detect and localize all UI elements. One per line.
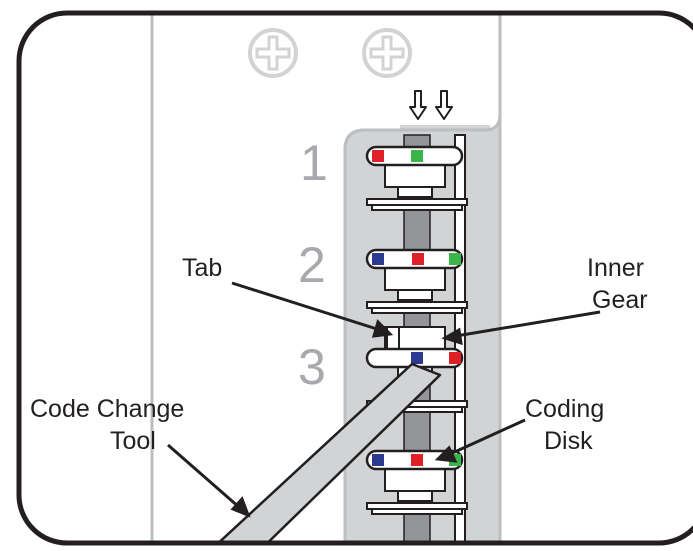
coding-disk-label-line1: Coding <box>525 395 604 423</box>
tab-arrowhead <box>371 319 394 338</box>
tool-arrowhead <box>230 496 251 518</box>
spacer-plate-lower <box>371 307 463 314</box>
inner-gear-label-line2: Gear <box>592 286 648 314</box>
color-tab <box>372 253 384 265</box>
gear-hub <box>397 289 433 301</box>
color-tab <box>412 253 424 265</box>
inner-gear-leader-line <box>455 310 601 338</box>
color-tab <box>449 253 461 265</box>
code-change-tool-label-line1: Code Change <box>30 395 184 423</box>
tool-leader-line <box>167 443 241 510</box>
tool-shaft <box>198 362 442 543</box>
down-arrow-icon <box>435 90 453 120</box>
coding-disk-leader-line <box>447 418 526 457</box>
color-tab <box>411 352 423 364</box>
code-change-tool <box>198 362 442 543</box>
inner-gear <box>384 267 446 291</box>
inner-gear-arrowhead <box>441 327 463 346</box>
color-tab <box>372 454 384 466</box>
color-tab <box>411 454 423 466</box>
tab-block <box>386 326 400 350</box>
color-tab <box>449 352 461 364</box>
tab-label: Tab <box>182 254 222 282</box>
coding-disk-label-line2: Disk <box>544 427 593 455</box>
gear-hub <box>397 490 433 502</box>
color-tab <box>372 150 384 162</box>
right-white <box>500 13 693 543</box>
gear-hub <box>397 186 433 198</box>
tab-leader-line <box>231 281 381 332</box>
inner-gear <box>384 468 446 492</box>
slot-number-2: 2 <box>298 237 326 293</box>
down-arrow-icon <box>409 90 427 120</box>
screw-icon <box>362 28 412 78</box>
color-tab <box>411 150 423 162</box>
spacer-plate-lower <box>371 508 463 515</box>
spacer-plate-lower <box>371 204 463 211</box>
code-change-tool-label-line2: Tool <box>110 427 156 455</box>
coding-disk-arrowhead <box>434 445 458 463</box>
frame-border <box>16 10 693 546</box>
inner-gear <box>384 164 446 188</box>
slot-number-1: 1 <box>300 135 328 191</box>
leader-lines <box>167 281 601 518</box>
slots-group <box>365 145 468 515</box>
slot-number-3: 3 <box>298 339 326 395</box>
inner-gear-label-line1: Inner <box>587 254 644 282</box>
screw-icon <box>248 28 298 78</box>
housing-corner <box>343 114 502 151</box>
